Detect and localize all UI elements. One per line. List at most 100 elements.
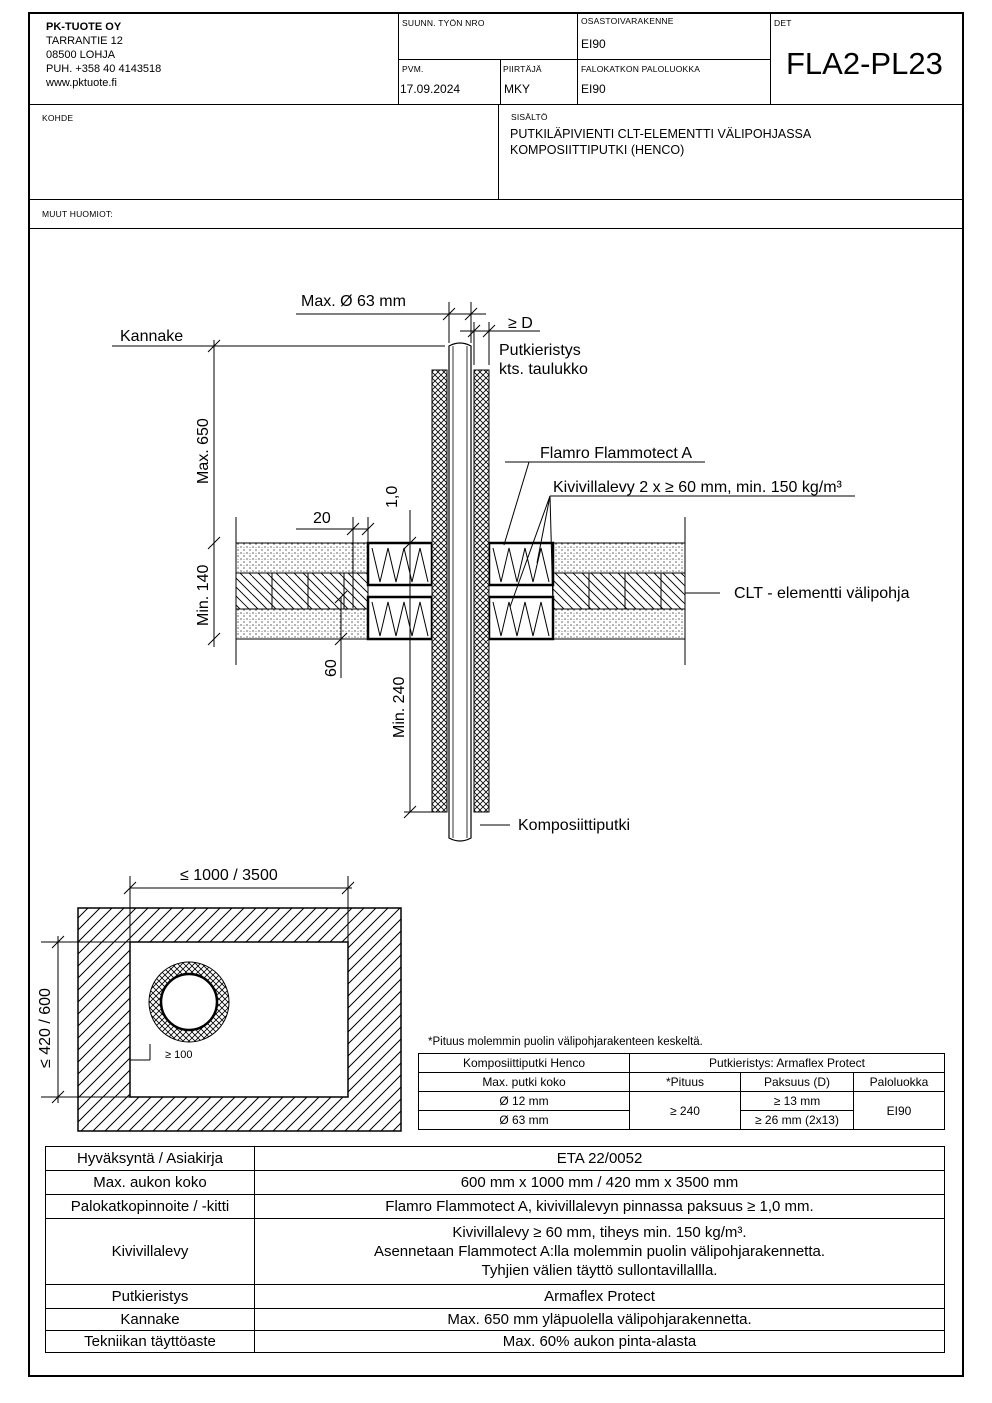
title-line: [500, 59, 501, 104]
mineral-wool-left: [366, 541, 434, 641]
content-line: PUTKILÄPIVIENTI CLT-ELEMENTTI VÄLIPOHJAS…: [510, 127, 812, 141]
title-line: [30, 104, 962, 105]
table-row: Kannake Max. 650 mm yläpuolella välipohj…: [45, 1308, 945, 1331]
composite-pipe: [448, 342, 472, 842]
spec-line: Tyhjien välien täyttö sullontavillallla.: [481, 1262, 718, 1279]
pipe-insulation-label: Putkieristys: [499, 342, 581, 359]
content-label: SISÄLTÖ: [511, 112, 548, 122]
hanger-label: Kannake: [120, 328, 183, 345]
title-line: [30, 228, 962, 229]
table-cell: Ø 63 mm: [418, 1110, 630, 1130]
title-line: [577, 14, 578, 104]
table-col-class: Paloluokka: [853, 1072, 945, 1092]
table-row: Max. aukon koko 600 mm x 1000 mm / 420 m…: [45, 1170, 945, 1195]
min-140-label: Min. 140: [195, 565, 212, 626]
table-row: Putkieristys Armaflex Protect: [45, 1284, 945, 1309]
plan-height-label: ≤ 420 / 600: [37, 988, 54, 1068]
table-header-pipe: Komposiittiputki Henco: [418, 1053, 630, 1073]
table-row: Palokatkopinnoite / -kitti Flamro Flammo…: [45, 1194, 945, 1219]
table-cell: Ø 12 mm: [418, 1091, 630, 1111]
coating-label: Flamro Flammotect A: [540, 445, 692, 462]
plan-gap-label: ≥ 100: [165, 1049, 192, 1061]
spec-value: Flamro Flammotect A, kivivillalevyn pinn…: [254, 1194, 945, 1219]
structure-label: OSASTOIVARAKENNE: [581, 16, 674, 26]
spec-label: Kivivillalevy: [45, 1218, 255, 1285]
table-row: Tekniikan täyttöaste Max. 60% aukon pint…: [45, 1330, 945, 1353]
pipe-insulation-left: [431, 369, 448, 813]
floor-left: [235, 542, 369, 640]
target-label: KOHDE: [42, 113, 74, 123]
dim-60-label: 60: [323, 659, 340, 677]
content-text: PUTKILÄPIVIENTI CLT-ELEMENTTI VÄLIPOHJAS…: [510, 126, 811, 158]
table-cell: ≥ 240: [629, 1091, 741, 1130]
spec-label: Palokatkopinnoite / -kitti: [45, 1194, 255, 1219]
company-info: PK-TUOTE OY TARRANTIE 12 08500 LOHJA PUH…: [46, 20, 161, 90]
table-row: Kivivillalevy Kivivillalevy ≥ 60 mm, tih…: [45, 1218, 945, 1285]
mineral-wool-label: Kivivillalevy 2 x ≥ 60 mm, min. 150 kg/m…: [553, 479, 843, 496]
spec-line: Asennetaan Flammotect A:lla molemmin puo…: [373, 1243, 826, 1260]
spec-value: Armaflex Protect: [254, 1284, 945, 1309]
plan-width-label: ≤ 1000 / 3500: [180, 867, 278, 884]
table-cell: ≥ 26 mm (2x13): [740, 1110, 854, 1130]
title-line: [770, 14, 771, 104]
mineral-wool-right: [487, 541, 555, 641]
composite-pipe-label: Komposiittiputki: [518, 817, 630, 834]
table-col-max-size: Max. putki koko: [418, 1072, 630, 1092]
title-line: [398, 59, 770, 60]
company-street: TARRANTIE 12: [46, 35, 123, 47]
company-phone: PUH. +358 40 4143518: [46, 63, 162, 75]
max-650-label: Max. 650: [195, 418, 212, 484]
pipe-insulation-note: kts. taulukko: [499, 361, 588, 378]
table-row: Hyväksyntä / Asiakirja ETA 22/0052: [45, 1146, 945, 1171]
company-city: 08500 LOHJA: [46, 49, 116, 61]
pipe-insulation-table: Komposiittiputki Henco Putkieristys: Arm…: [418, 1053, 945, 1130]
notes-label: MUUT HUOMIOT:: [42, 209, 113, 219]
clt-label: CLT - elementti välipohja: [734, 585, 910, 602]
date-value: 17.09.2024: [400, 82, 461, 96]
company-web: www.pktuote.fi: [46, 77, 117, 89]
spec-value: Kivivillalevy ≥ 60 mm, tiheys min. 150 k…: [254, 1218, 945, 1285]
spec-label: Putkieristys: [45, 1284, 255, 1309]
floor-right: [552, 542, 686, 640]
min-240-label: Min. 240: [391, 677, 408, 738]
spec-value: ETA 22/0052: [254, 1146, 945, 1171]
spec-value: Max. 60% aukon pinta-alasta: [254, 1330, 945, 1353]
fire-class-label: FALOKATKON PALOLUOKKA: [581, 64, 701, 74]
table-col-thickness: Paksuus (D): [740, 1072, 854, 1092]
title-line: [398, 14, 399, 104]
title-line: [30, 199, 962, 200]
content-line: KOMPOSIITTIPUTKI (HENCO): [510, 143, 685, 157]
date-label: PVM.: [402, 64, 424, 74]
spec-value: Max. 650 mm yläpuolella välipohjarakenne…: [254, 1308, 945, 1331]
dim-20-label: 20: [313, 510, 331, 527]
drawing-sheet: PK-TUOTE OY TARRANTIE 12 08500 LOHJA PUH…: [28, 12, 964, 1377]
work-no-label: SUUNN. TYÖN NRO: [402, 18, 485, 28]
drawer-label: PIIRTÄJÄ: [503, 64, 542, 74]
table-cell: ≥ 13 mm: [740, 1091, 854, 1111]
dimension-lines: [112, 302, 855, 826]
spec-value: 600 mm x 1000 mm / 420 mm x 3500 mm: [254, 1170, 945, 1195]
det-label: DET: [774, 18, 792, 28]
dim-1-0-label: 1,0: [384, 486, 401, 508]
table-col-length: *Pituus: [629, 1072, 741, 1092]
drawer-value: MKY: [504, 82, 531, 96]
pipe-insulation-right: [473, 369, 490, 813]
spec-label: Max. aukon koko: [45, 1170, 255, 1195]
det-value: FLA2-PL23: [786, 46, 943, 81]
max-diameter-label: Max. Ø 63 mm: [301, 293, 406, 310]
title-line: [498, 104, 499, 199]
fire-class-value: EI90: [581, 82, 606, 96]
table-note: *Pituus molemmin puolin välipohjarakente…: [428, 1036, 703, 1048]
ge-d-label: ≥ D: [508, 315, 533, 332]
spec-label: Kannake: [45, 1308, 255, 1331]
spec-line: Kivivillalevy ≥ 60 mm, tiheys min. 150 k…: [452, 1224, 747, 1241]
company-name: PK-TUOTE OY: [46, 21, 122, 33]
spec-table: Hyväksyntä / Asiakirja ETA 22/0052 Max. …: [45, 1146, 945, 1353]
table-cell: EI90: [853, 1091, 945, 1130]
structure-value: EI90: [581, 37, 606, 51]
table-header-insulation: Putkieristys: Armaflex Protect: [629, 1053, 945, 1073]
plan-drawing: ≤ 1000 / 3500 ≤ 420 / 600 ≥ 100: [37, 867, 402, 1132]
spec-label: Tekniikan täyttöaste: [45, 1330, 255, 1353]
spec-label: Hyväksyntä / Asiakirja: [45, 1146, 255, 1171]
